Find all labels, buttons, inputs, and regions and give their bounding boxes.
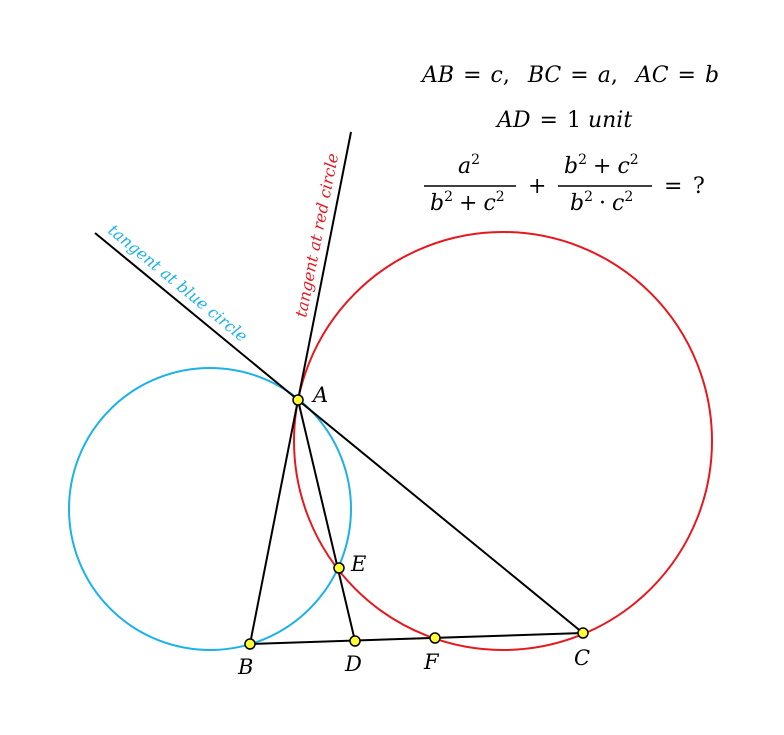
point-E bbox=[333, 562, 345, 574]
point-C bbox=[577, 627, 589, 639]
svg-text:b2+c2: b2+c2 bbox=[430, 189, 505, 216]
blue-circle bbox=[68, 367, 352, 651]
segment-AB bbox=[249, 399, 299, 645]
tangent-line-blue bbox=[94, 232, 299, 401]
tangent-label-red: tangent at red circle bbox=[291, 152, 342, 319]
tangent-line-red bbox=[297, 131, 352, 401]
red-circle bbox=[293, 231, 713, 651]
segment-AC bbox=[297, 399, 584, 634]
point-F bbox=[429, 632, 441, 644]
segment-BC bbox=[249, 632, 584, 645]
relation-sides: AB=c,BC=a,AC=b bbox=[420, 63, 719, 88]
fraction-2: b2+c2 b2·c2 bbox=[558, 152, 652, 216]
point-D bbox=[349, 635, 361, 647]
label-C: C bbox=[574, 646, 590, 670]
svg-text:b2·c2: b2·c2 bbox=[570, 189, 633, 216]
fraction-1: a2 b2+c2 bbox=[424, 152, 516, 216]
plus-sign: + bbox=[528, 174, 546, 199]
point-B bbox=[244, 638, 256, 650]
segment-AD bbox=[297, 399, 356, 642]
equals-sign: = bbox=[664, 174, 682, 199]
label-E: E bbox=[350, 552, 366, 576]
label-F: F bbox=[423, 650, 440, 674]
question-mark: ? bbox=[693, 174, 705, 199]
point-A bbox=[292, 394, 304, 406]
svg-text:b2+c2: b2+c2 bbox=[564, 152, 639, 179]
tangent-label-blue: tangent at blue circle bbox=[104, 220, 251, 345]
label-D: D bbox=[344, 652, 362, 676]
label-A: A bbox=[311, 383, 328, 407]
label-B: B bbox=[237, 655, 253, 679]
svg-text:a2: a2 bbox=[458, 152, 480, 179]
